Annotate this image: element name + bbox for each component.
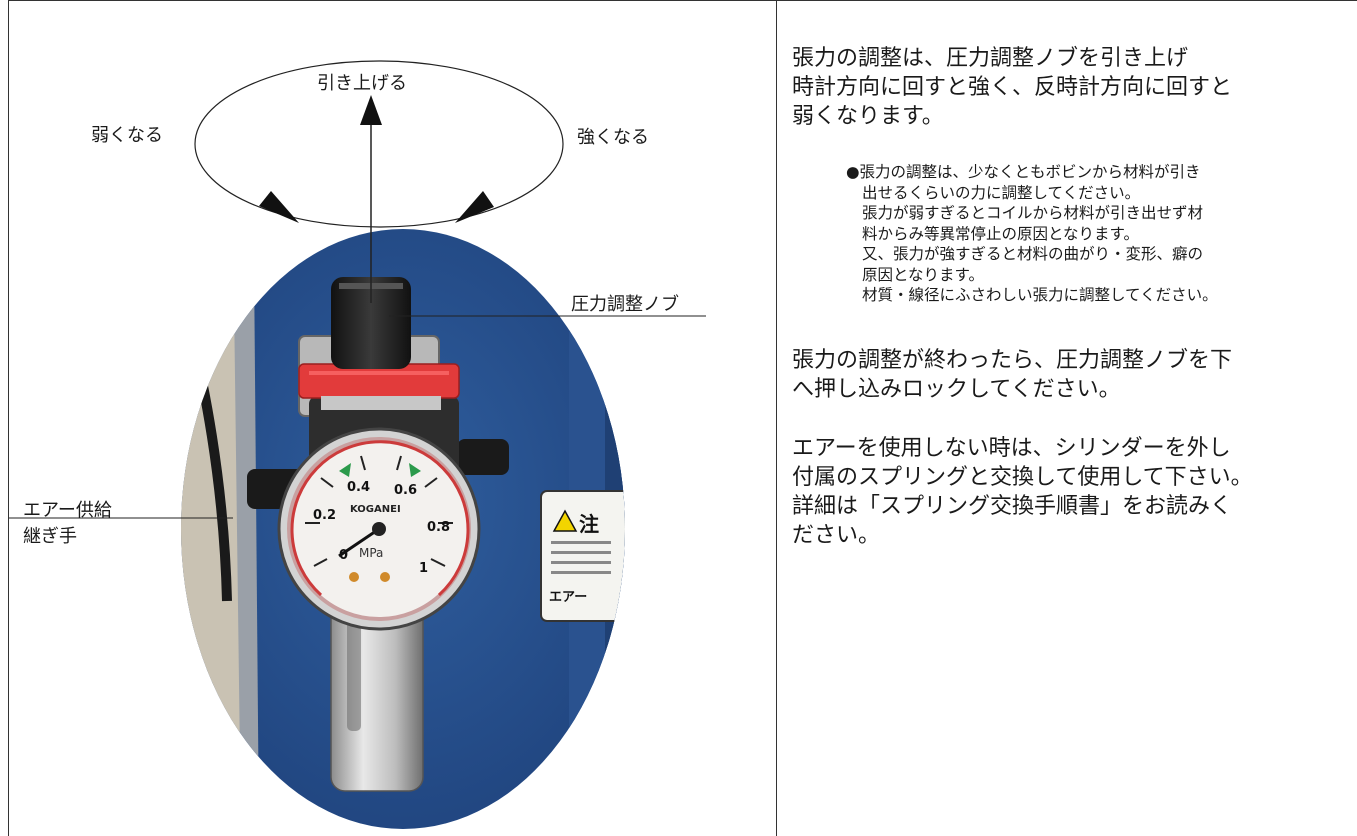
diagram-panel: 注 エアー [9, 1, 776, 836]
caution-notes: ●張力の調整は、少なくともボビンから材料が引き 出せるくらいの力に調整してくださ… [846, 162, 1352, 306]
stronger-label: 強くなる [577, 127, 649, 148]
para1-line: 張力の調整は、圧力調整ノブを引き上げ [792, 46, 1189, 71]
pressure-gauge: 0.4 0.6 0.2 0.8 0 1 KOGANEI MPa [277, 427, 481, 631]
instruction-para-2: 張力の調整が終わったら、圧力調整ノブを下 へ押し込みロックしてください。 [792, 346, 1352, 404]
note-line: ●張力の調整は、少なくともボビンから材料が引き [846, 163, 1201, 181]
gauge-scale-06: 0.6 [394, 483, 417, 498]
para1-line: 弱くなります。 [792, 104, 944, 129]
note-line: 材質・線径にふさわしい張力に調整してください。 [862, 286, 1218, 304]
para2-line: 張力の調整が終わったら、圧力調整ノブを下 [792, 347, 1233, 373]
air-joint-label-line2: 継ぎ手 [23, 526, 77, 547]
warning-footer: エアー [549, 590, 587, 605]
regulator-diagram: 注 エアー [9, 60, 706, 829]
gauge-scale-04: 0.4 [347, 480, 370, 495]
para3-line: 付属のスプリングと交換して使用して下さい。 [792, 464, 1253, 490]
gauge-scale-1: 1 [419, 561, 428, 576]
para3-line: エアーを使用しない時は、シリンダーを外し [792, 435, 1231, 461]
note-line: 出せるくらいの力に調整してください。 [862, 183, 1141, 202]
para3-line: 詳細は「スプリング交換手順書」をお読みく [792, 493, 1233, 519]
air-joint-label-line1: エアー供給 [23, 500, 112, 521]
para3-line: ださい。 [792, 522, 881, 548]
gauge-brand: KOGANEI [350, 504, 401, 515]
pull-up-arrowhead [360, 95, 382, 125]
gauge-scale-02: 0.2 [313, 508, 336, 523]
regulator-photo: 注 エアー [181, 229, 625, 829]
stronger-arrowhead [455, 191, 494, 223]
gauge-scale-08: 0.8 [427, 520, 450, 535]
knob-label: 圧力調整ノブ [571, 294, 679, 315]
page-frame [8, 0, 1357, 836]
instructions-panel: 張力の調整は、圧力調整ノブを引き上げ 時計方向に回すと強く、反時計方向に回すと … [792, 44, 1352, 550]
column-divider [776, 0, 777, 836]
warning-title: 注 [579, 512, 599, 536]
para1-line: 時計方向に回すと強く、反時計方向に回すと [792, 75, 1233, 100]
note-line: 原因となります。 [862, 265, 984, 284]
warning-sticker: 注 エアー [540, 490, 625, 622]
note-line: 料からみ等異常停止の原因となります。 [862, 224, 1139, 243]
instruction-para-1: 張力の調整は、圧力調整ノブを引き上げ 時計方向に回すと強く、反時計方向に回すと … [792, 44, 1352, 131]
weaker-label: 弱くなる [91, 125, 163, 146]
rotation-path [194, 60, 564, 228]
note-line: 張力が弱すぎるとコイルから材料が引き出せず材 [862, 204, 1204, 222]
para2-line: へ押し込みロックしてください。 [792, 376, 1121, 402]
note-line: 又、張力が強すぎると材料の曲がり・変形、癖の [862, 245, 1204, 263]
weaker-arrowhead [259, 191, 299, 223]
gauge-unit: MPa [359, 546, 383, 560]
gauge-scale-0: 0 [339, 548, 348, 563]
instruction-para-3: エアーを使用しない時は、シリンダーを外し 付属のスプリングと交換して使用して下さ… [792, 434, 1352, 550]
pull-up-label: 引き上げる [317, 73, 407, 94]
